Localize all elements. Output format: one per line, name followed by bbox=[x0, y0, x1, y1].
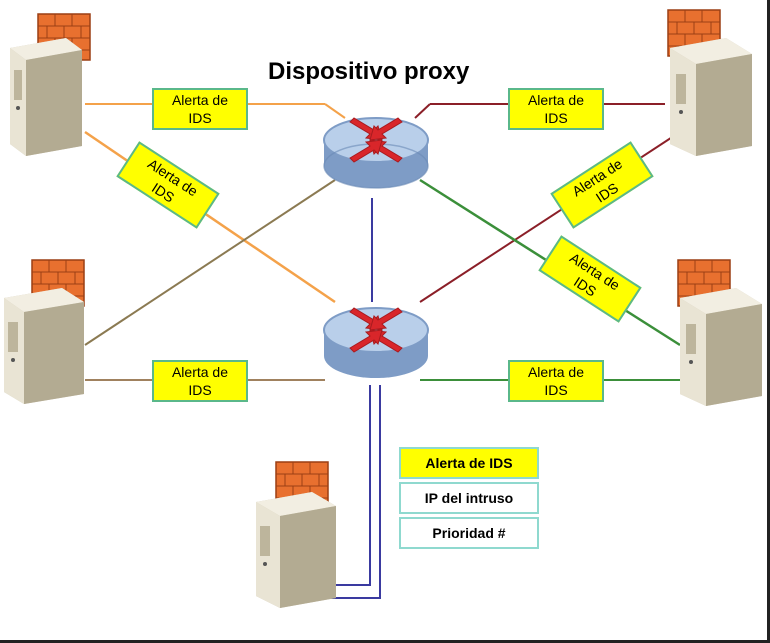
server-icon bbox=[4, 259, 85, 404]
alert-line1: Alerta de bbox=[171, 92, 229, 108]
alert-line2: IDS bbox=[544, 382, 568, 398]
ids-alert-label: Alerta de IDS bbox=[152, 88, 248, 130]
server-icon bbox=[667, 9, 752, 156]
legend-priority: Prioridad # bbox=[399, 517, 539, 549]
server-icon bbox=[10, 13, 91, 156]
router-icon bbox=[323, 307, 429, 378]
ids-alert-label: Alerta de IDS bbox=[152, 360, 248, 402]
link-proxy2-bottom-b bbox=[330, 385, 381, 599]
legend-intruder-ip: IP del intruso bbox=[399, 482, 539, 514]
link-tl-proxy2 bbox=[84, 130, 336, 304]
server-icon bbox=[256, 461, 336, 608]
link-proxy2-bottom-a bbox=[330, 385, 371, 586]
alert-line1: Alerta de bbox=[171, 364, 229, 380]
alert-line1: Alerta de bbox=[527, 92, 585, 108]
router-icon bbox=[323, 117, 429, 189]
link-tr-proxy1-b bbox=[414, 103, 431, 119]
alert-line2: IDS bbox=[188, 110, 212, 126]
alert-line1: Alerta de bbox=[527, 364, 585, 380]
link-proxy1-ml bbox=[84, 179, 336, 346]
alert-legend: Alerta de IDS IP del intruso Prioridad # bbox=[399, 447, 539, 552]
diagram-title: Dispositivo proxy bbox=[268, 58, 470, 85]
ids-alert-label: Alerta de IDS bbox=[508, 88, 604, 130]
alert-line2: IDS bbox=[544, 110, 568, 126]
legend-header: Alerta de IDS bbox=[399, 447, 539, 479]
alert-line2: IDS bbox=[188, 382, 212, 398]
link-tl-proxy1-b bbox=[324, 103, 346, 119]
ids-alert-label: Alerta de IDS bbox=[508, 360, 604, 402]
server-icon bbox=[677, 259, 762, 406]
